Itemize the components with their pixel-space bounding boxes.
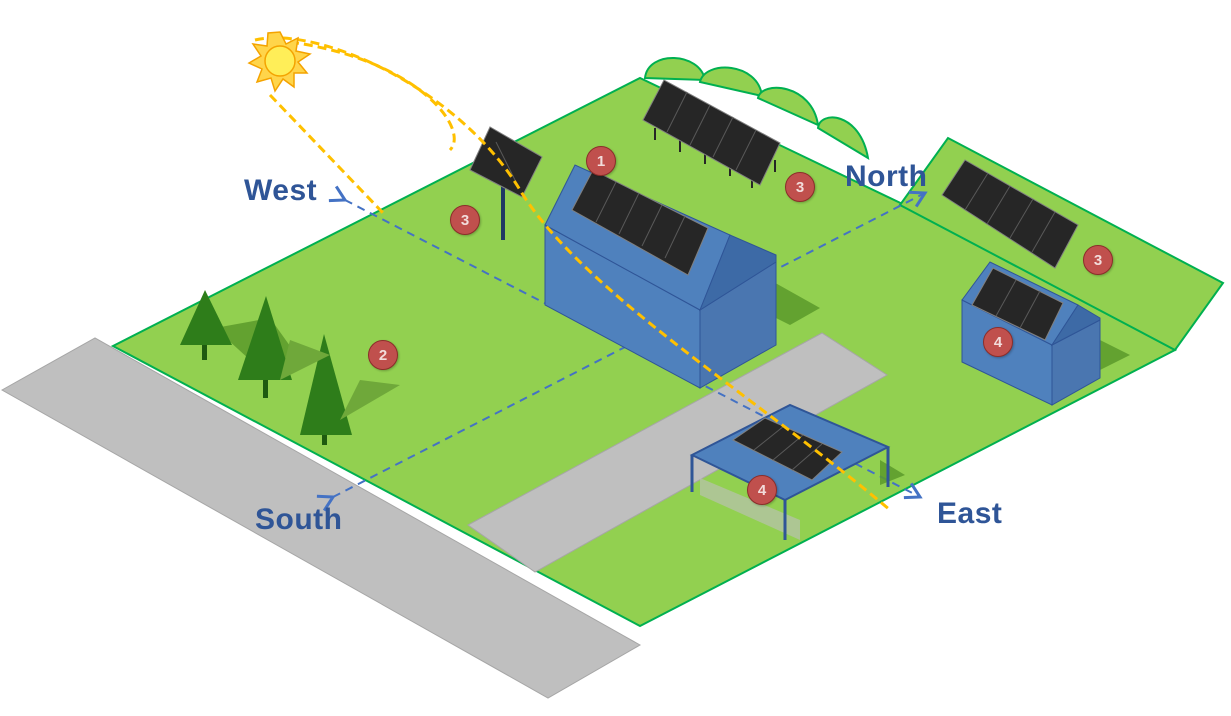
- badge-trees: 2: [368, 340, 398, 370]
- badge-ground-array: 3: [785, 172, 815, 202]
- badge-house-roof: 1: [586, 146, 616, 176]
- house-icon: [544, 164, 777, 389]
- road: [0, 337, 642, 699]
- direction-east-label: East: [937, 497, 1003, 530]
- north-field-solar-array: [941, 159, 1079, 269]
- solar-panel-icon: [732, 417, 843, 481]
- badge-shed: 4: [983, 327, 1013, 357]
- badge-pole-mount: 3: [450, 205, 480, 235]
- badge-north-field: 3: [1083, 245, 1113, 275]
- direction-north-label: North: [845, 160, 928, 193]
- bushes: [643, 57, 870, 160]
- solar-panel-icon: [971, 267, 1064, 341]
- carport-icon: [689, 403, 891, 540]
- solar-panel-icon: [642, 79, 781, 186]
- tree-icon: [180, 290, 400, 445]
- badge-carport: 4: [747, 475, 777, 505]
- direction-south-label: South: [255, 503, 343, 536]
- solar-panel-icon: [941, 159, 1079, 269]
- sun-path: [254, 36, 891, 512]
- ground-mounted-solar-array: [642, 79, 781, 188]
- solar-panel-icon: [571, 169, 709, 276]
- sun-icon: [247, 31, 312, 93]
- direction-west-label: West: [244, 174, 318, 207]
